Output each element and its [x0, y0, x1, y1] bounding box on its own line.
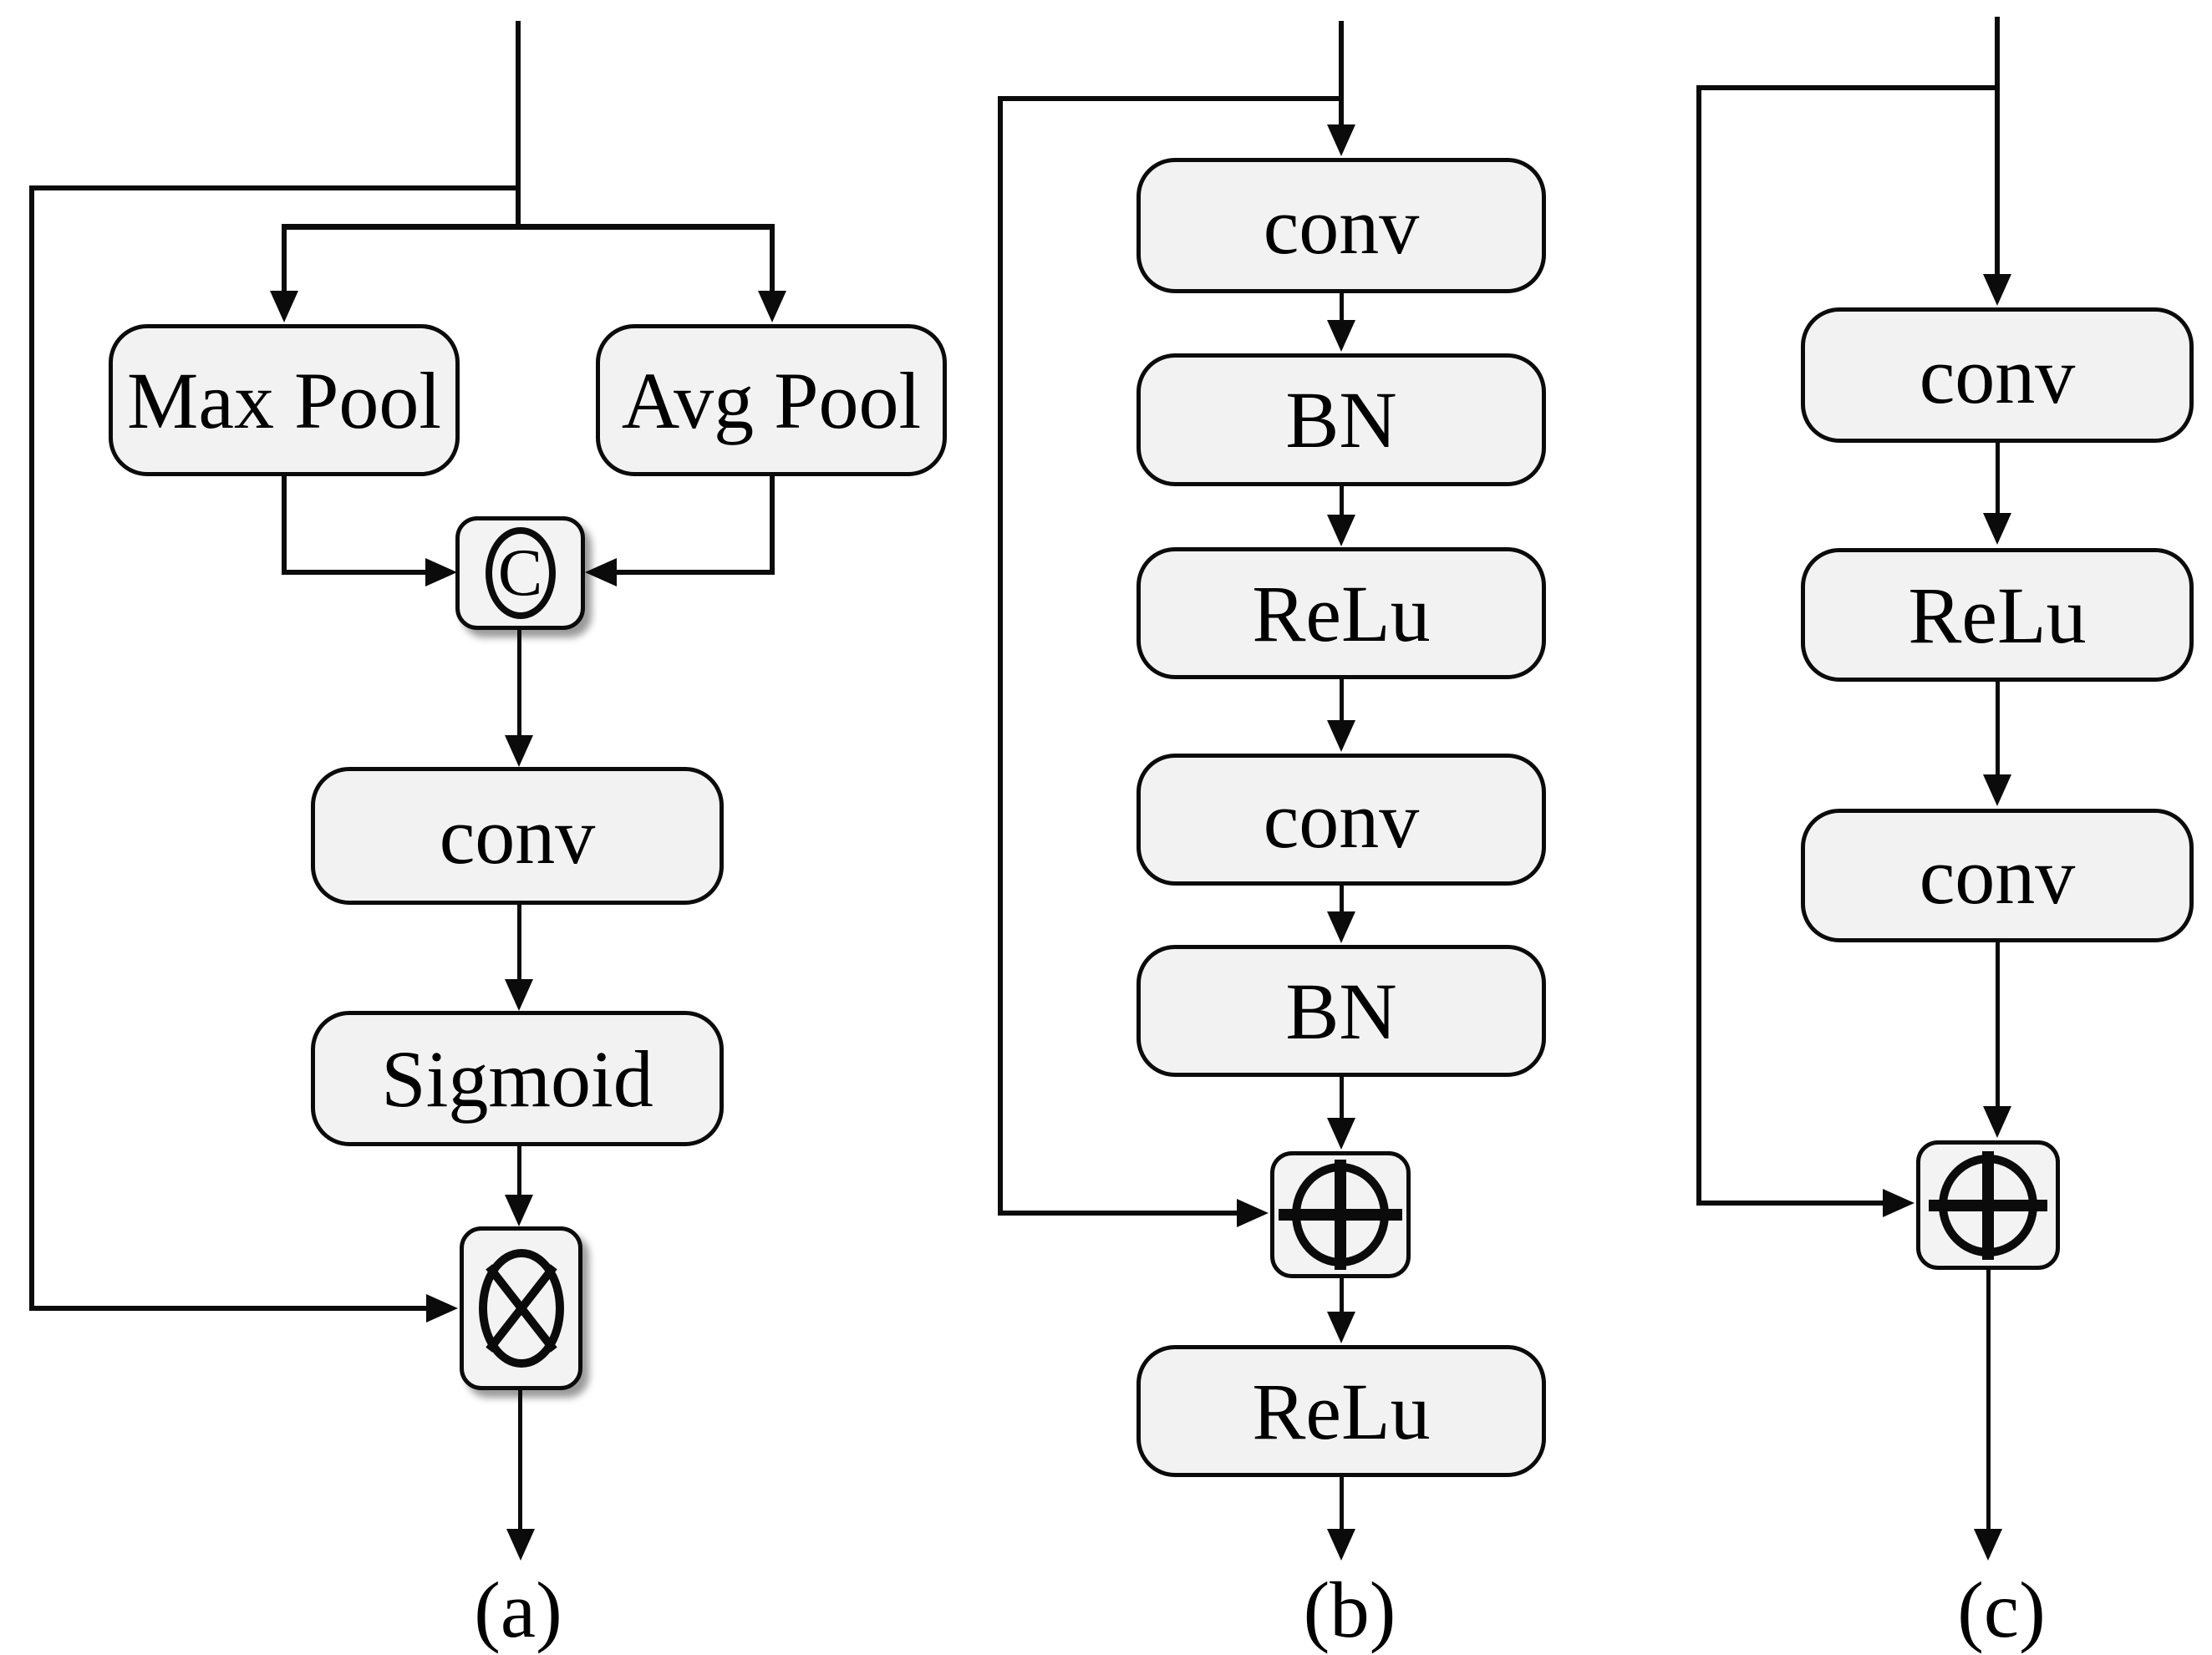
a-output-line	[518, 1387, 522, 1531]
c-add-vbar	[1982, 1150, 1994, 1260]
multiply-icon	[478, 1249, 564, 1368]
a-avgpool-drop-line	[770, 475, 775, 575]
a-concat-symbol: C	[497, 536, 543, 610]
a-maxpool-drop-line	[282, 475, 287, 575]
a-sigmoid-multiply-arrowhead	[505, 1195, 533, 1226]
a-avg-pool-label: Avg Pool	[621, 355, 922, 445]
a-avg-pool-box: Avg Pool	[596, 324, 947, 476]
c-conv1-relu-line	[1996, 443, 2000, 513]
c-conv1-label: conv	[1919, 330, 2076, 420]
c-relu-label: ReLu	[1908, 570, 2087, 660]
b-input-line	[1339, 21, 1344, 129]
b-conv1-box: conv	[1137, 158, 1546, 293]
b-conv2-bn2-arrowhead	[1327, 911, 1355, 943]
b-conv1-bn1-line	[1340, 293, 1344, 320]
c-output-arrowhead	[1974, 1529, 2002, 1561]
b-add-vbar	[1335, 1160, 1346, 1270]
a-sigmoid-multiply-line	[517, 1145, 521, 1197]
b-conv2-label: conv	[1263, 774, 1420, 865]
a-multiply-operator-box	[460, 1226, 582, 1390]
a-concat-operator-box: C	[455, 516, 585, 630]
a-output-arrowhead	[506, 1529, 535, 1561]
a-max-pool-label: Max Pool	[126, 355, 442, 445]
b-skip-line-top	[998, 96, 1341, 101]
c-output-line	[1986, 1270, 1991, 1529]
c-input-line	[1995, 17, 2000, 274]
a-branch-arrowhead-left	[270, 291, 298, 322]
c-skip-line-top	[1696, 85, 1997, 90]
add-icon	[1929, 1150, 2047, 1260]
b-conv1-bn1-arrowhead	[1327, 320, 1355, 352]
b-relu2-label: ReLu	[1252, 1366, 1431, 1456]
a-concat-in-line-left	[282, 570, 428, 575]
b-output-arrowhead	[1327, 1529, 1355, 1561]
b-bn1-relu1-line	[1340, 486, 1344, 516]
a-max-pool-box: Max Pool	[109, 324, 460, 476]
a-conv-sigmoid-line	[517, 903, 521, 982]
c-conv2-label: conv	[1919, 830, 2076, 921]
b-bn1-label: BN	[1285, 375, 1397, 465]
b-skip-line-left	[998, 96, 1003, 1216]
c-conv2-add-arrowhead	[1983, 1106, 2011, 1138]
c-conv2-add-line	[1996, 942, 2000, 1106]
a-skip-arrowhead	[426, 1294, 458, 1322]
c-conv1-box: conv	[1801, 307, 2194, 443]
a-concat-arrowhead-left	[425, 558, 457, 586]
b-skip-line-bottom	[998, 1211, 1238, 1216]
a-concat-arrowhead-right	[585, 558, 617, 586]
b-caption: (b)	[1303, 1566, 1396, 1654]
b-conv2-box: conv	[1137, 754, 1546, 886]
a-branch-drop-left	[282, 226, 287, 294]
a-branch-arrowhead-right	[758, 291, 786, 322]
b-add-operator-box	[1270, 1151, 1411, 1278]
b-skip-arrowhead	[1237, 1199, 1269, 1227]
b-bn2-label: BN	[1285, 966, 1397, 1056]
c-input-arrowhead	[1983, 274, 2011, 306]
b-bn2-add-arrowhead	[1327, 1118, 1355, 1150]
c-conv2-box: conv	[1801, 809, 2194, 942]
c-skip-line-bottom	[1696, 1201, 1886, 1206]
a-sigmoid-box: Sigmoid	[311, 1011, 724, 1146]
add-icon	[1279, 1160, 1402, 1270]
a-input-line	[516, 21, 521, 227]
a-conv-box: conv	[311, 767, 724, 905]
c-caption: (c)	[1957, 1566, 2046, 1654]
a-sigmoid-label: Sigmoid	[381, 1033, 653, 1124]
b-bn2-box: BN	[1137, 945, 1546, 1077]
c-skip-line-left	[1696, 85, 1701, 1206]
c-add-operator-box	[1916, 1140, 2060, 1270]
b-relu1-conv2-line	[1340, 679, 1344, 721]
a-caption: (a)	[474, 1566, 562, 1654]
b-conv2-bn2-line	[1340, 886, 1344, 913]
a-conv-sigmoid-arrowhead	[505, 979, 533, 1011]
a-concat-conv-line	[517, 629, 521, 738]
b-bn1-relu1-arrowhead	[1327, 515, 1355, 546]
b-bn2-add-line	[1340, 1077, 1344, 1119]
c-conv1-relu-arrowhead	[1983, 513, 2011, 545]
b-output-line	[1340, 1477, 1344, 1529]
b-relu1-conv2-arrowhead	[1327, 720, 1355, 752]
concat-icon: C	[485, 527, 556, 619]
b-add-relu2-line	[1340, 1278, 1344, 1312]
b-conv1-label: conv	[1263, 180, 1420, 271]
a-concat-in-line-right	[615, 570, 775, 575]
c-skip-arrowhead	[1883, 1189, 1915, 1217]
a-branch-line	[282, 224, 775, 230]
a-skip-line-bottom	[29, 1306, 428, 1311]
c-relu-conv2-arrowhead	[1983, 774, 2011, 806]
a-skip-line-left	[29, 185, 34, 1311]
a-concat-conv-arrowhead	[505, 735, 533, 767]
a-conv-label: conv	[439, 791, 596, 881]
b-input-arrowhead	[1327, 124, 1355, 156]
a-skip-line-top	[29, 185, 521, 190]
b-relu2-box: ReLu	[1137, 1345, 1546, 1477]
c-relu-conv2-line	[1996, 682, 2000, 774]
b-relu1-label: ReLu	[1252, 568, 1431, 658]
a-branch-drop-right	[770, 226, 775, 294]
c-relu-box: ReLu	[1801, 548, 2194, 682]
b-relu1-box: ReLu	[1137, 547, 1546, 679]
b-add-relu2-arrowhead	[1327, 1312, 1355, 1343]
b-bn1-box: BN	[1137, 353, 1546, 486]
